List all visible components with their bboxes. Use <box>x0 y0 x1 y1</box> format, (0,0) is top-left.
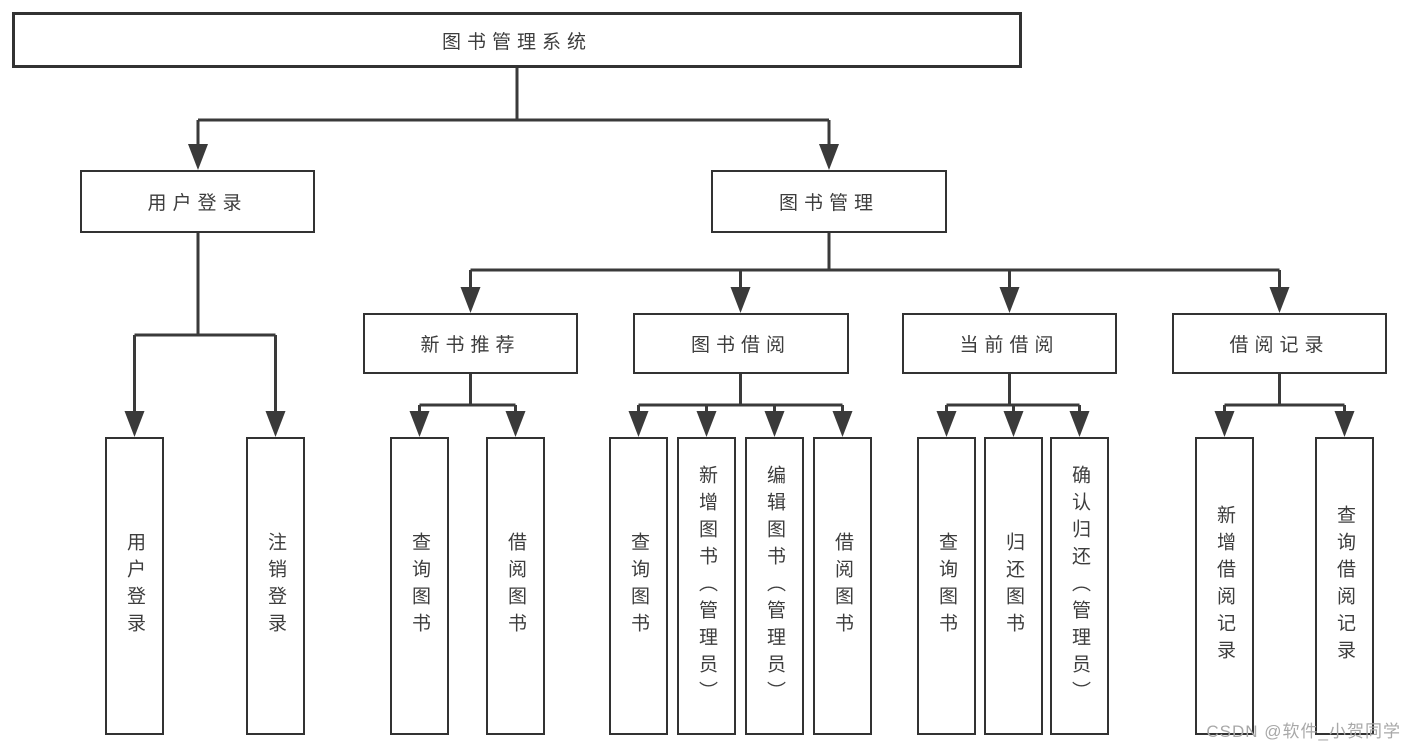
leaf-logout: 注销登录 <box>246 437 305 735</box>
connector-user-login <box>133 233 277 413</box>
leaf-recommend-borrow-books: 借阅图书 <box>486 437 545 735</box>
leaf-user-login: 用户登录 <box>105 437 164 735</box>
arrowhead <box>265 411 286 437</box>
arrowhead <box>505 411 526 437</box>
arrowhead <box>730 287 751 313</box>
leaf-borrowing-edit-books-admin: 编辑图书（管理员） <box>745 437 804 735</box>
node-user-login: 用户登录 <box>80 170 315 233</box>
node-library-system: 图书管理系统 <box>12 12 1022 68</box>
arrowhead <box>696 411 717 437</box>
connector-borrow-records <box>1223 374 1346 413</box>
arrowhead <box>764 411 785 437</box>
arrowhead <box>188 144 208 170</box>
node-book-borrowing: 图书借阅 <box>633 313 849 374</box>
leaf-records-add-record: 新增借阅记录 <box>1195 437 1254 735</box>
node-new-book-recommend: 新书推荐 <box>363 313 578 374</box>
node-current-borrowing: 当前借阅 <box>902 313 1117 374</box>
leaf-borrowing-borrow-books: 借阅图书 <box>813 437 872 735</box>
arrowhead <box>1269 287 1290 313</box>
connector-new-book-rec <box>418 374 517 413</box>
arrowhead <box>460 287 481 313</box>
arrowhead <box>409 411 430 437</box>
connector-book-mgmt <box>469 233 1281 289</box>
node-borrow-records: 借阅记录 <box>1172 313 1387 374</box>
leaf-borrowing-query-books: 查询图书 <box>609 437 668 735</box>
arrowhead <box>628 411 649 437</box>
connector-book-borrow <box>637 374 844 413</box>
leaf-recommend-query-books: 查询图书 <box>390 437 449 735</box>
arrowhead <box>124 411 145 437</box>
leaf-current-return-books: 归还图书 <box>984 437 1043 735</box>
leaf-current-query-books: 查询图书 <box>917 437 976 735</box>
arrowhead <box>832 411 853 437</box>
connector-current-borrow <box>945 374 1081 413</box>
arrowhead <box>999 287 1020 313</box>
arrowhead <box>936 411 957 437</box>
arrowhead <box>1334 411 1355 437</box>
arrowhead <box>1003 411 1024 437</box>
node-book-management: 图书管理 <box>711 170 947 233</box>
leaf-current-confirm-return-admin: 确认归还（管理员） <box>1050 437 1109 735</box>
connector-root <box>196 68 831 146</box>
leaf-borrowing-add-books-admin: 新增图书（管理员） <box>677 437 736 735</box>
arrowhead <box>819 144 839 170</box>
leaf-records-query-record: 查询借阅记录 <box>1315 437 1374 735</box>
arrowhead <box>1069 411 1090 437</box>
csdn-watermark: CSDN @软件_小贺同学 <box>1206 722 1401 741</box>
arrowhead <box>1214 411 1235 437</box>
